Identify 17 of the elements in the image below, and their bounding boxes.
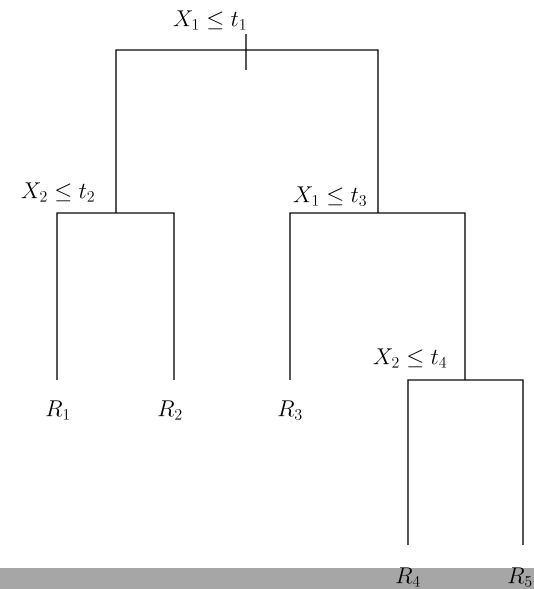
- leaf-label: $R_5$: [508, 567, 532, 587]
- leaf-label: $R_3$: [278, 400, 302, 420]
- tree-branch: [56, 212, 116, 380]
- tree-branch: [116, 212, 175, 380]
- split-label: $X_2 \leq t_4$: [373, 348, 446, 368]
- split-label: $X_2 \leq t_2$: [21, 182, 94, 202]
- leaf-label: $R_4$: [396, 567, 420, 587]
- tree-branch: [465, 379, 524, 545]
- split-label: $X_1 \leq t_1$: [173, 10, 246, 30]
- tree-branch: [115, 49, 246, 213]
- tree-branch: [246, 49, 379, 213]
- leaf-label: $R_1$: [46, 400, 69, 420]
- tree-branch: [407, 379, 465, 545]
- tree-branch: [289, 212, 378, 380]
- leaf-label: $R_2$: [158, 400, 182, 420]
- tree-branch: [378, 212, 466, 380]
- split-label: $X_1 \leq t_3$: [293, 186, 366, 206]
